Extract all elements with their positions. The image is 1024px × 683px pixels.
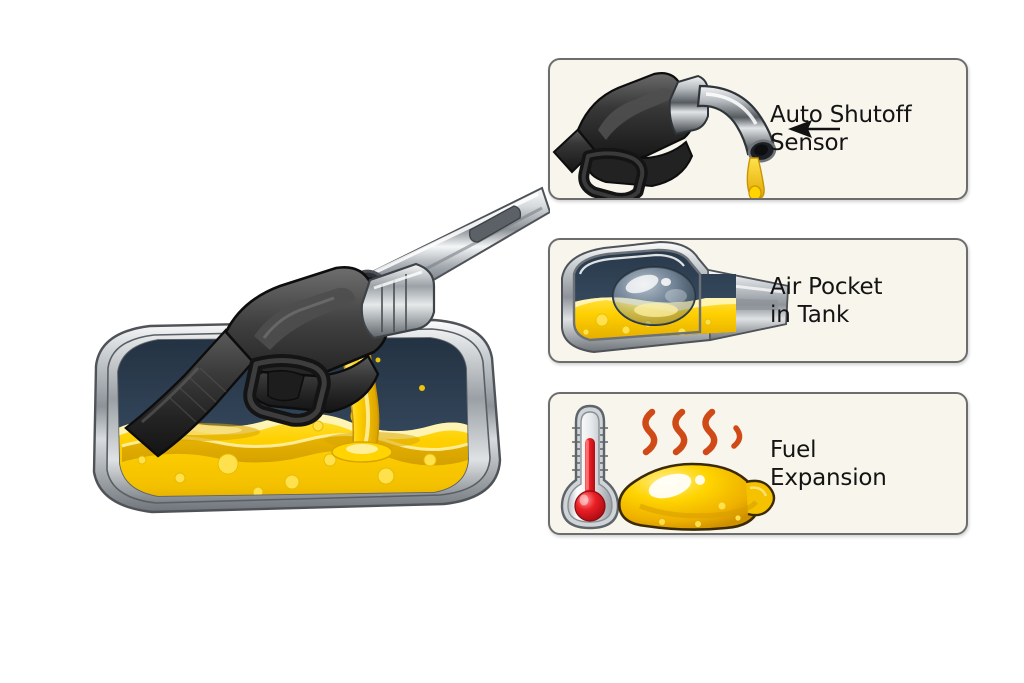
panel-label-line2: Expansion bbox=[770, 464, 887, 491]
panel-auto-shutoff[interactable]: Auto Shutoff Sensor bbox=[548, 58, 968, 200]
fuel-pump-nozzle bbox=[224, 262, 436, 427]
panel-label-line2: Sensor bbox=[770, 130, 848, 156]
pointer-arrow-icon bbox=[788, 120, 840, 138]
cutaway-tank-with-air-bubble-icon bbox=[550, 240, 802, 361]
thermometer-icon bbox=[560, 404, 620, 530]
panel-label-line2: in Tank bbox=[770, 301, 850, 328]
panel-fuel-expansion[interactable]: Fuel Expansion bbox=[548, 392, 968, 535]
panel-label-line1: Air Pocket bbox=[770, 273, 883, 300]
thermometer-and-expanding-fuel-blob-icon bbox=[550, 394, 802, 533]
panel-label-line1: Auto Shutoff bbox=[770, 101, 912, 128]
panel-label-air-pocket: Air Pocket in Tank bbox=[770, 272, 950, 328]
fuel-nozzle-tip-with-drip-icon bbox=[550, 60, 802, 198]
air-bubble bbox=[612, 266, 696, 326]
main-fuel-tank-illustration bbox=[30, 160, 552, 540]
fuel-blob-icon bbox=[618, 462, 776, 531]
panel-label-fuel-expansion: Fuel Expansion bbox=[770, 435, 950, 491]
panel-air-pocket[interactable]: Air Pocket in Tank bbox=[548, 238, 968, 363]
heat-wave-icon bbox=[642, 408, 743, 456]
panel-label-auto-shutoff: Auto Shutoff Sensor bbox=[770, 101, 950, 157]
panel-label-line1: Fuel bbox=[770, 436, 817, 463]
